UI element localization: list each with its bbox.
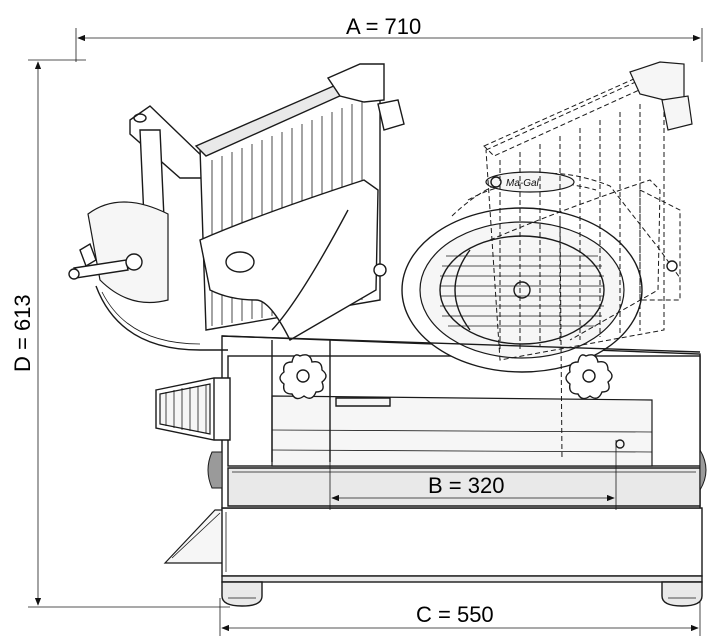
star-knob-left	[279, 354, 327, 400]
dimension-c-label: C = 550	[416, 602, 494, 627]
dimension-b-label: B = 320	[428, 473, 504, 498]
dimension-b: B = 320	[329, 440, 617, 510]
star-knob-right	[565, 354, 613, 400]
dimension-a-label: A = 710	[346, 14, 421, 39]
thickness-knob	[155, 377, 231, 441]
circular-blade	[401, 207, 643, 373]
slicer-base	[163, 507, 703, 607]
dimension-c: C = 550	[219, 598, 701, 636]
dimension-d-label: D = 613	[10, 294, 35, 372]
brand-plate: Ma-Gal	[506, 178, 540, 189]
blade-guard: Ma-Gal	[451, 171, 681, 301]
dimension-d: D = 613	[10, 59, 230, 608]
dimension-a: A = 710	[75, 14, 703, 62]
carriage-alternate-position	[483, 61, 693, 461]
food-carriage	[68, 63, 701, 353]
